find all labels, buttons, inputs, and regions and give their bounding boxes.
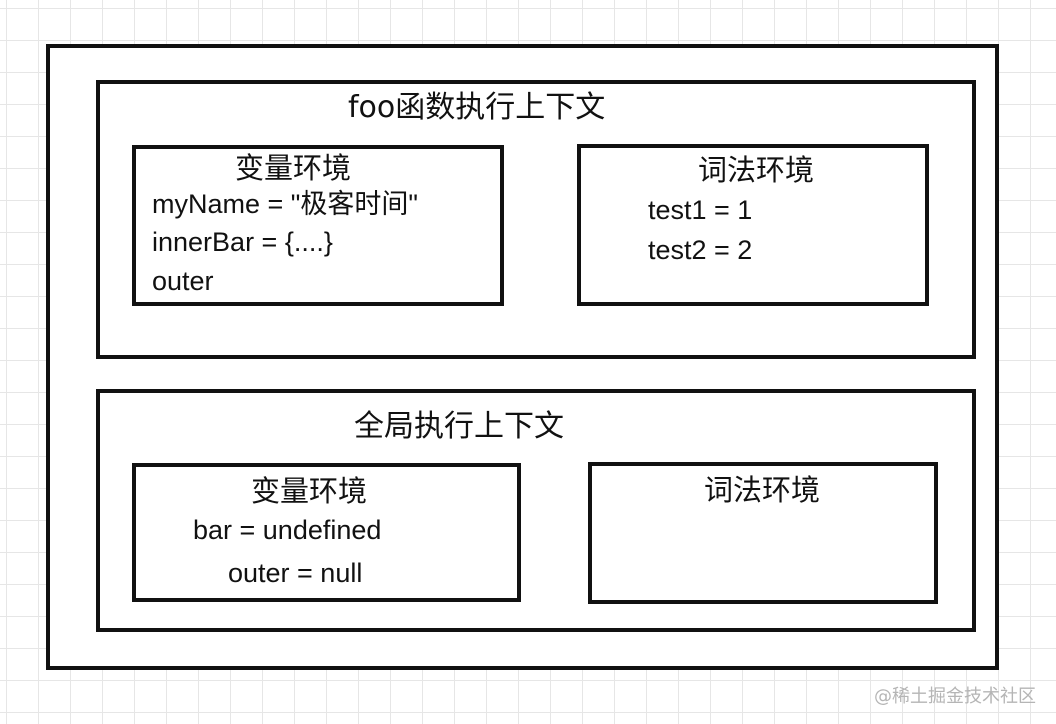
foo-variable-env-heading: 变量环境 — [235, 151, 352, 185]
global-variable-env-heading: 变量环境 — [251, 474, 368, 508]
foo-variable-environment — [132, 145, 504, 306]
global-variable-environment — [132, 463, 521, 602]
foo-context-title: foo函数执行上下文 — [348, 90, 606, 125]
global-lexical-env-heading: 词法环境 — [704, 473, 821, 507]
foo-lexical-line: test1 = 1 — [648, 195, 753, 225]
global-lexical-environment — [588, 462, 938, 604]
foo-variable-line: myName = "极客时间" — [152, 189, 418, 219]
global-variable-line: bar = undefined — [193, 515, 382, 545]
foo-variable-line: outer — [152, 266, 214, 296]
foo-variable-line: innerBar = {....} — [152, 227, 333, 257]
global-variable-line: outer = null — [228, 558, 363, 588]
watermark: @稀土掘金技术社区 — [874, 686, 1036, 707]
foo-lexical-env-heading: 词法环境 — [698, 153, 815, 187]
foo-lexical-line: test2 = 2 — [648, 235, 753, 265]
foo-lexical-environment — [577, 144, 929, 306]
global-context-title: 全局执行上下文 — [354, 409, 564, 444]
